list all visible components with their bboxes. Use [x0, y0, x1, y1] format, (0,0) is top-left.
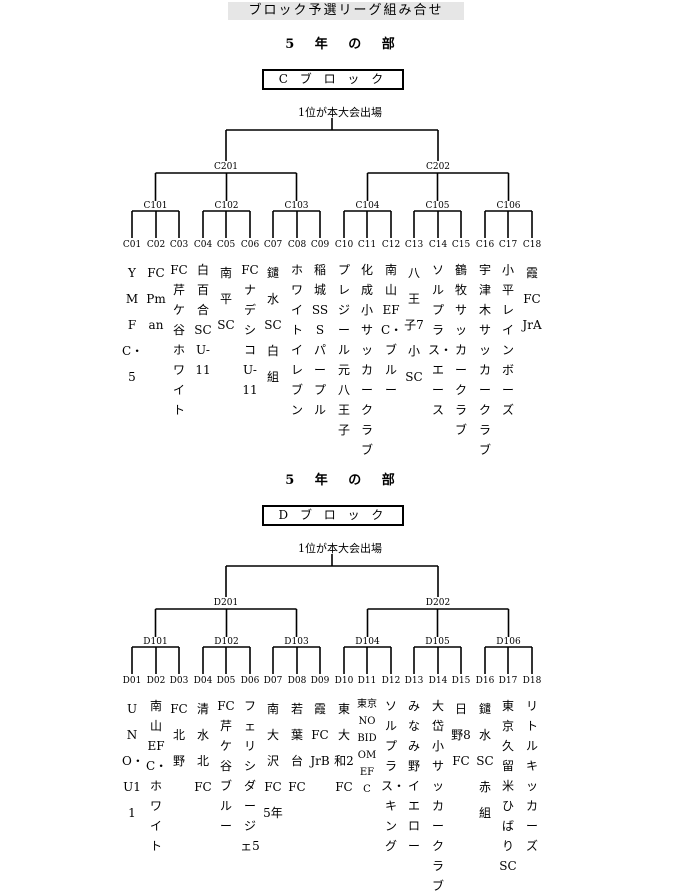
team-name: 東大和2FC [334, 702, 354, 794]
team-code: D10 [334, 676, 354, 686]
round1-node: C101 [143, 201, 168, 211]
round1-node: C103 [284, 201, 309, 211]
team-name: 南平SC [217, 266, 235, 332]
team-name: FC芹ケ谷ブルー [217, 699, 235, 833]
team-name: 鑓水SC赤組 [476, 702, 494, 820]
team-code: D13 [404, 676, 424, 686]
team-code: C15 [451, 240, 471, 250]
team-code: C01 [122, 240, 142, 250]
round2-node: D202 [425, 598, 451, 608]
team-code: C16 [475, 240, 495, 250]
team-code: D11 [357, 676, 377, 686]
round1-node: D104 [355, 637, 380, 647]
team-code: D17 [498, 676, 518, 686]
team-name: 南大沢FC5年 [263, 702, 283, 820]
advance-note: 1位が本大会出場 [298, 106, 382, 119]
team-code: C18 [522, 240, 542, 250]
team-name: 大岱小サッカークラブ [431, 699, 444, 893]
team-code: C03 [169, 240, 189, 250]
team-code: D02 [146, 676, 166, 686]
team-code: D06 [240, 676, 260, 686]
round1-node: D106 [496, 637, 521, 647]
round1-node: D105 [425, 637, 450, 647]
team-name: リトルキッカーズ [525, 699, 538, 853]
team-name: ソルプラス・キング [381, 699, 406, 853]
team-code: D03 [169, 676, 189, 686]
team-name: 霞FCJrB [310, 702, 330, 768]
team-name: 小平レインボーズ [501, 263, 514, 417]
team-code: D05 [216, 676, 236, 686]
team-name: 南山EFC・ブルー [381, 263, 403, 397]
team-name: ソルプラス・エース [428, 263, 453, 417]
team-name: 鶴牧サッカークラブ [454, 263, 467, 437]
team-name: プレジール元八王子 [337, 263, 350, 437]
bracket-lines [131, 118, 533, 238]
team-name: 宇津木サッカークラブ [478, 263, 491, 457]
team-code: C04 [193, 240, 213, 250]
team-code: C08 [287, 240, 307, 250]
team-code: D12 [381, 676, 401, 686]
team-code: C12 [381, 240, 401, 250]
team-code: C07 [263, 240, 283, 250]
bracket-lines [131, 554, 533, 674]
team-code: C11 [357, 240, 377, 250]
team-code: C17 [498, 240, 518, 250]
team-code: D14 [428, 676, 448, 686]
team-name: FCナデシコU-11 [241, 263, 259, 397]
round2-node: C201 [213, 162, 239, 172]
round2-node: C202 [425, 162, 451, 172]
team-name: 清水北FC [194, 702, 212, 794]
grade-title: 5 年 の 部 [285, 37, 395, 52]
page-title: ブロック予選リーグ組み合せ [228, 2, 464, 20]
team-name: 日野8FC [451, 702, 471, 768]
grade-title: 5 年 の 部 [285, 473, 395, 488]
team-name: 南山EFC・ホワイト [146, 699, 168, 853]
team-name: FC芹ケ谷ホワイト [170, 263, 188, 417]
team-code: C10 [334, 240, 354, 250]
team-name: 白百合SCU-11 [194, 263, 212, 377]
team-code: C14 [428, 240, 448, 250]
team-name: FCPman [146, 266, 166, 332]
team-name: FC北野 [170, 702, 188, 768]
round1-node: C102 [214, 201, 239, 211]
team-name: ホワイトイレブン [290, 263, 303, 417]
team-code: C13 [404, 240, 424, 250]
round2-node: D201 [213, 598, 239, 608]
advance-note: 1位が本大会出場 [298, 542, 382, 555]
team-code: C09 [310, 240, 330, 250]
team-name: 東京NOBIDOMEFC [357, 699, 377, 795]
team-name: 東京久留米ひばりSC [499, 699, 517, 873]
round1-node: D102 [214, 637, 239, 647]
team-code: C06 [240, 240, 260, 250]
team-name: 八王子7小SC [404, 266, 424, 384]
team-name: UNO・U11 [122, 702, 144, 820]
team-name: YMFC・5 [122, 266, 144, 384]
team-name: フェリシダージェ5 [240, 699, 260, 853]
block-label: D ブ ロ ッ ク [262, 505, 404, 526]
team-name: 若葉台FC [288, 702, 306, 794]
team-code: D18 [522, 676, 542, 686]
team-name: 霞FCJrA [522, 266, 542, 332]
round1-node: D101 [143, 637, 168, 647]
team-name: みなみ野イエロー [407, 699, 420, 853]
team-name: 鑓水SC白組 [264, 266, 282, 384]
team-name: 化成小サッカークラブ [360, 263, 373, 457]
team-code: C02 [146, 240, 166, 250]
team-code: D16 [475, 676, 495, 686]
team-name: 稲城SSSパープル [311, 263, 329, 417]
round1-node: C106 [496, 201, 521, 211]
team-code: D08 [287, 676, 307, 686]
block-label: C ブ ロ ッ ク [262, 69, 404, 90]
round1-node: C105 [425, 201, 450, 211]
team-code: C05 [216, 240, 236, 250]
team-code: D04 [193, 676, 213, 686]
team-code: D09 [310, 676, 330, 686]
team-code: D01 [122, 676, 142, 686]
round1-node: C104 [355, 201, 380, 211]
team-code: D07 [263, 676, 283, 686]
round1-node: D103 [284, 637, 309, 647]
team-code: D15 [451, 676, 471, 686]
